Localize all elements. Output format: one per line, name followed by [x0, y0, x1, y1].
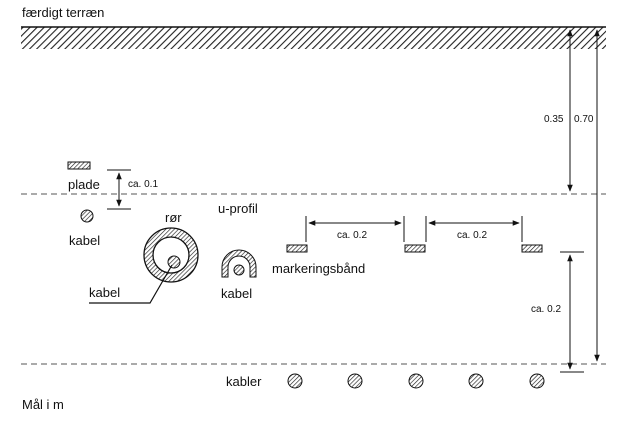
spacing-1-label: ca. 0.2 [337, 230, 367, 241]
cable-in-pipe [167, 255, 181, 269]
u-profile-symbol [221, 249, 257, 278]
cable-row-3 [408, 373, 424, 389]
cable-in-u-profile [233, 264, 245, 276]
cable-label-u-profile: kabel [221, 286, 252, 301]
plate-label: plade [68, 177, 100, 192]
depth-070-label: 0.70 [574, 114, 594, 125]
cable-row-4 [468, 373, 484, 389]
marker-tape-3 [521, 244, 543, 253]
cable-row-2 [347, 373, 363, 389]
cable-row-5 [529, 373, 545, 389]
cable-label-left: kabel [69, 233, 100, 248]
cable-row-1 [287, 373, 303, 389]
terrain-ground-hatch [21, 27, 606, 49]
terrain-label: færdigt terræn [22, 5, 104, 20]
plate-gap-label: ca. 0.1 [128, 179, 158, 190]
pipe-cable-leader [89, 264, 173, 304]
pipe-label: rør [165, 210, 182, 225]
plate-symbol [67, 161, 91, 170]
cable-label-pipe: kabel [89, 285, 120, 300]
cable-symbol-left [80, 209, 94, 223]
marker-tape-2 [404, 244, 426, 253]
u-profile-label: u-profil [218, 201, 258, 216]
marker-tape-label: markeringsbånd [272, 261, 365, 276]
spacing-2-label: ca. 0.2 [457, 230, 487, 241]
marker-tape-1 [286, 244, 308, 253]
depth-035-label: 0.35 [544, 114, 564, 125]
units-note: Mål i m [22, 397, 64, 412]
marker-to-cable-label: ca. 0.2 [531, 304, 561, 315]
cables-row-label: kabler [226, 374, 262, 389]
